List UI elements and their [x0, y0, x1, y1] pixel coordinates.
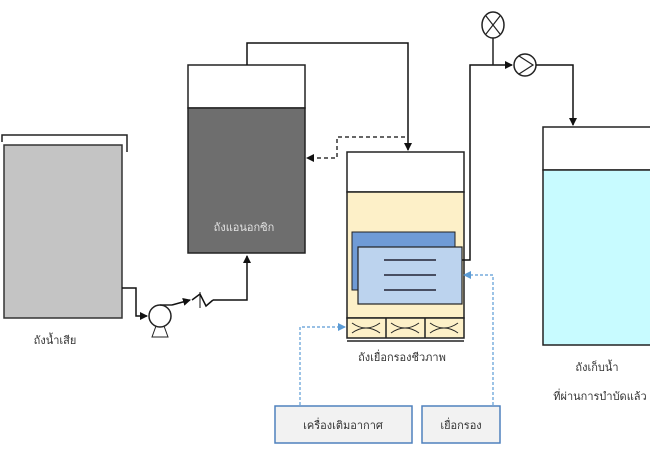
sludge-recycle-line	[306, 136, 405, 162]
wastewater-tank	[1, 134, 128, 319]
membrane-bioreactor-tank	[346, 151, 465, 319]
aerator-box: เครื่องเติมอากาศ	[274, 405, 413, 444]
anoxic-tank-label: ถังแอนอกซิก	[214, 221, 275, 234]
pressure-gauge-icon	[481, 11, 505, 65]
treated-tank-label-2: ที่ผ่านการบำบัดแล้ว	[553, 388, 646, 403]
wastewater-tank-label: ถังน้ำเสีย	[34, 332, 77, 347]
treated-water-tank	[542, 126, 650, 346]
aerator-label: เครื่องเติมอากาศ	[303, 417, 383, 432]
mbr-tank-label: ถังเยื่อกรองชีวภาพ	[358, 349, 446, 364]
check-valve-icon	[191, 292, 214, 308]
pump-icon	[513, 53, 537, 77]
centrifugal-pump-icon	[148, 304, 172, 338]
treated-tank-label-1: ถังเก็บน้ำ	[575, 359, 618, 374]
membrane-air-line	[463, 271, 494, 405]
diffuser-icon	[346, 317, 465, 342]
pipe	[171, 298, 191, 306]
anoxic-tank	[187, 64, 306, 254]
pipe	[536, 64, 577, 126]
permeate-pipe	[462, 61, 513, 261]
pipe	[246, 42, 412, 151]
pipe	[122, 287, 148, 320]
pipe	[213, 255, 251, 301]
membrane-label: เยื่อกรอง	[440, 417, 481, 432]
air-supply-line	[299, 323, 346, 405]
membrane-box: เยื่อกรอง	[421, 405, 501, 444]
